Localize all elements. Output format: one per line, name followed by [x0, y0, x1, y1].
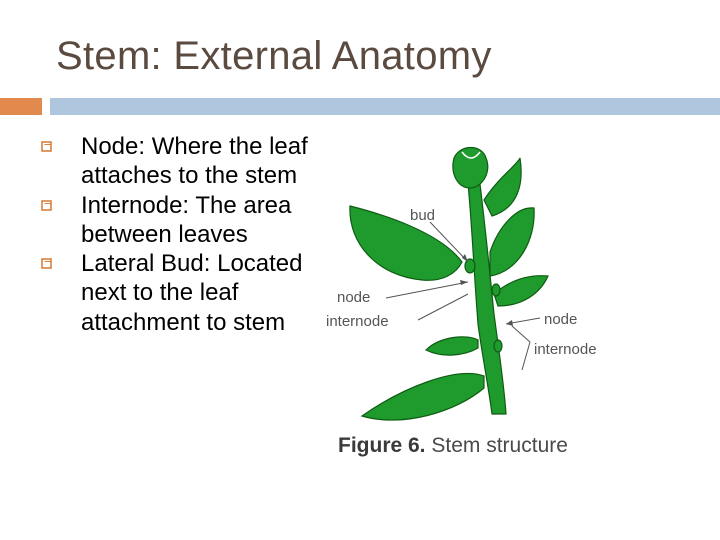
bullet-item-internode: Internode: The area between leaves	[40, 191, 330, 250]
hollow-square-bullet-icon	[41, 200, 52, 211]
figure-label-internode-left: internode	[326, 313, 389, 330]
bullet-list: Node: Where the leaf attaches to the ste…	[40, 132, 330, 337]
bullet-item-lateral-bud: Lateral Bud: Located next to the leaf at…	[40, 249, 330, 337]
hollow-square-bullet-icon	[41, 141, 52, 152]
bullet-label: Internode: The area between leaves	[81, 192, 291, 248]
slide-title: Stem: External Anatomy	[56, 34, 492, 79]
plant-illustration	[350, 148, 548, 421]
figure-label-internode-right: internode	[534, 341, 597, 358]
figure-label-node-right: node	[544, 311, 577, 328]
figure-caption-number: Figure 6.	[338, 434, 426, 457]
figure-caption: Figure 6. Stem structure	[338, 434, 568, 458]
figure-label-node-left: node	[337, 289, 370, 306]
figure-label-bud: bud	[410, 207, 435, 224]
bullet-label: Node: Where the leaf attaches to the ste…	[81, 133, 308, 189]
figure-caption-text: Stem structure	[431, 434, 568, 457]
stem-structure-figure: bud node internode node internode	[322, 144, 622, 464]
title-rule-orange	[0, 98, 42, 115]
bullet-item-node: Node: Where the leaf attaches to the ste…	[40, 132, 330, 191]
title-rule-blue	[50, 98, 720, 115]
hollow-square-bullet-icon	[41, 258, 52, 269]
bullet-label: Lateral Bud: Located next to the leaf at…	[81, 250, 303, 336]
